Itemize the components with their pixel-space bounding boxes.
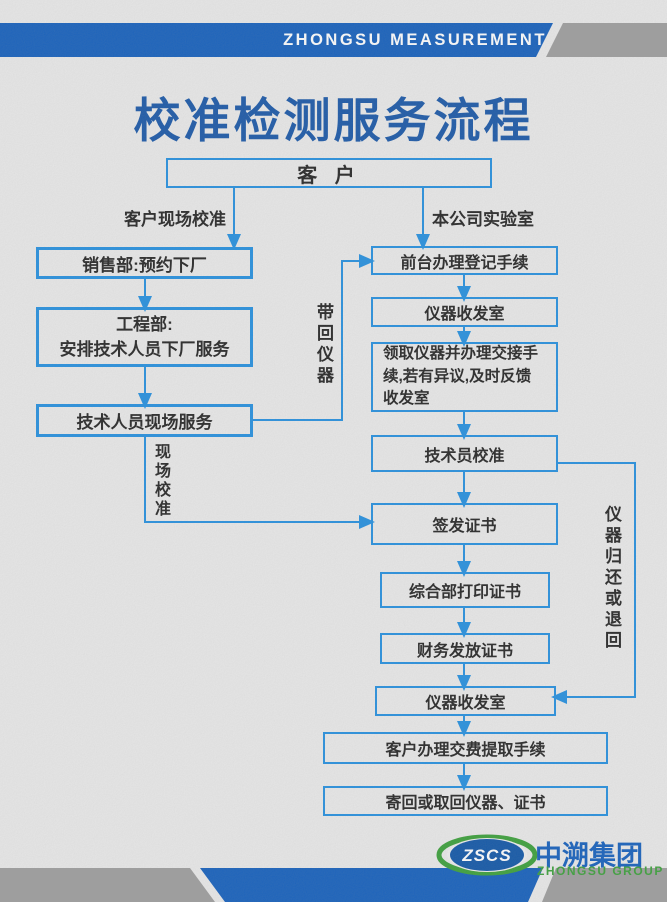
flow-box-receive-instruments: 领取仪器并办理交接手续,若有异议,及时反馈收发室 — [371, 342, 558, 412]
flow-box-issue-certificate: 签发证书 — [371, 503, 558, 545]
flow-box-instrument-room-2: 仪器收发室 — [375, 686, 556, 716]
company-logo: ZSCS — [436, 834, 538, 876]
flow-box-technician-calibration: 技术员校准 — [371, 435, 558, 472]
edge-label-onsite-calibration: 现场校准 — [152, 443, 169, 519]
company-name-english: ZHONGSU GROUP — [537, 864, 664, 878]
branch-label-onsite: 客户现场校准 — [124, 210, 226, 229]
flow-box-finance-certificate: 财务发放证书 — [380, 633, 550, 664]
engineering-line-2: 安排技术人员下厂服务 — [59, 340, 230, 359]
banner-brand-text: ZHONGSU MEASUREMENT — [283, 31, 547, 49]
edge-label-bring-back-instruments: 带回仪器 — [314, 303, 333, 387]
flow-box-front-desk: 前台办理登记手续 — [371, 246, 558, 275]
edge-label-instrument-return: 仪器归还或退回 — [602, 505, 621, 652]
flow-box-technician-onsite: 技术人员现场服务 — [36, 404, 253, 437]
page-title: 校准检测服务流程 — [133, 94, 534, 147]
flow-box-customer-payment: 客户办理交费提取手续 — [323, 732, 608, 764]
flow-box-customer: 客 户 — [166, 158, 492, 188]
engineering-line-1: 工程部: — [116, 314, 173, 334]
flow-box-instrument-room-1: 仪器收发室 — [371, 297, 558, 327]
flow-box-sales-dept: 销售部:预约下厂 — [36, 247, 253, 279]
branch-label-lab: 本公司实验室 — [432, 210, 534, 229]
flow-box-print-certificate: 综合部打印证书 — [380, 572, 550, 608]
logo-abbr-text: ZSCS — [461, 846, 511, 865]
top-banner: ZHONGSU MEASUREMENT — [0, 23, 667, 57]
flow-box-engineering-dept: 工程部: 安排技术人员下厂服务 — [36, 307, 253, 367]
flow-box-mail-back: 寄回或取回仪器、证书 — [323, 786, 608, 816]
